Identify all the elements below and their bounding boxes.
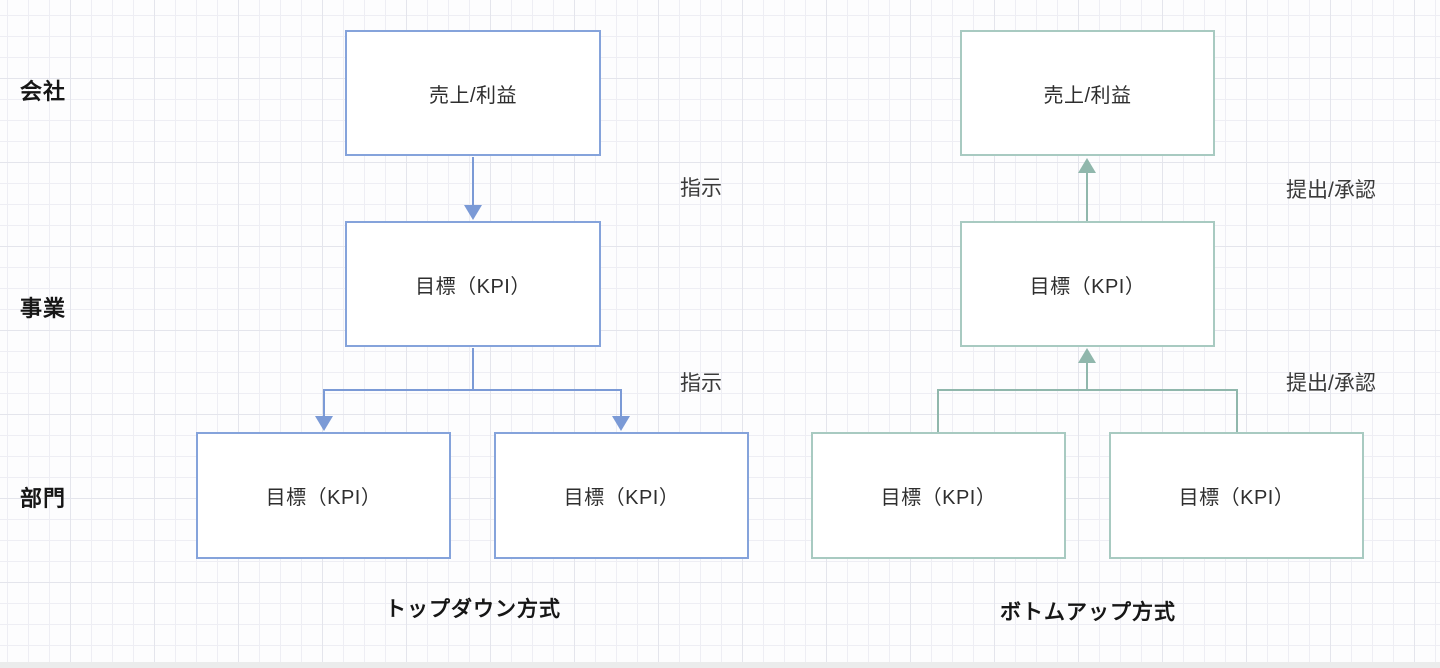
topdown-edge-label-instruction-1: 指示 bbox=[680, 177, 722, 200]
topdown-business-box-label: 目標（KPI） bbox=[415, 275, 531, 298]
topdown-business-box: 目標（KPI） bbox=[345, 221, 601, 347]
bottomup-company-box: 売上/利益 bbox=[960, 30, 1215, 156]
topdown-caption: トップダウン方式 bbox=[385, 598, 561, 621]
bottomup-departments-to-business-up-arrows bbox=[937, 348, 1238, 432]
topdown-business-to-departments-down-arrows bbox=[315, 348, 630, 431]
bottomup-caption: ボトムアップ方式 bbox=[1000, 601, 1176, 624]
topdown-department-right-box: 目標（KPI） bbox=[494, 432, 749, 559]
row-label-company: 会社 bbox=[20, 79, 67, 104]
bottomup-department-right-box: 目標（KPI） bbox=[1109, 432, 1364, 559]
bottomup-business-box-label: 目標（KPI） bbox=[1029, 275, 1146, 298]
row-label-department: 部門 bbox=[20, 486, 67, 511]
bottomup-department-right-box-label: 目標（KPI） bbox=[1178, 487, 1295, 509]
bottomup-department-left-box: 目標（KPI） bbox=[811, 432, 1066, 559]
bottomup-edge-label-submit-approve-2: 提出/承認 bbox=[1286, 372, 1376, 395]
bottomup-business-box: 目標（KPI） bbox=[960, 221, 1215, 347]
canvas-bottom-edge bbox=[0, 662, 1440, 668]
topdown-company-to-business-down-arrow bbox=[464, 157, 482, 220]
topdown-department-left-box-label: 目標（KPI） bbox=[265, 487, 382, 509]
bottomup-edge-label-submit-approve-1: 提出/承認 bbox=[1286, 179, 1376, 202]
topdown-company-box: 売上/利益 bbox=[345, 30, 601, 156]
bottomup-department-left-box-label: 目標（KPI） bbox=[880, 487, 997, 509]
row-label-business: 事業 bbox=[20, 296, 67, 321]
topdown-company-box-label: 売上/利益 bbox=[428, 84, 518, 107]
topdown-department-left-box: 目標（KPI） bbox=[196, 432, 451, 559]
bottomup-company-box-label: 売上/利益 bbox=[1043, 84, 1132, 107]
bottomup-business-to-company-up-arrow bbox=[1078, 158, 1096, 221]
topdown-edge-label-instruction-2: 指示 bbox=[680, 372, 722, 395]
topdown-department-right-box-label: 目標（KPI） bbox=[563, 487, 680, 509]
